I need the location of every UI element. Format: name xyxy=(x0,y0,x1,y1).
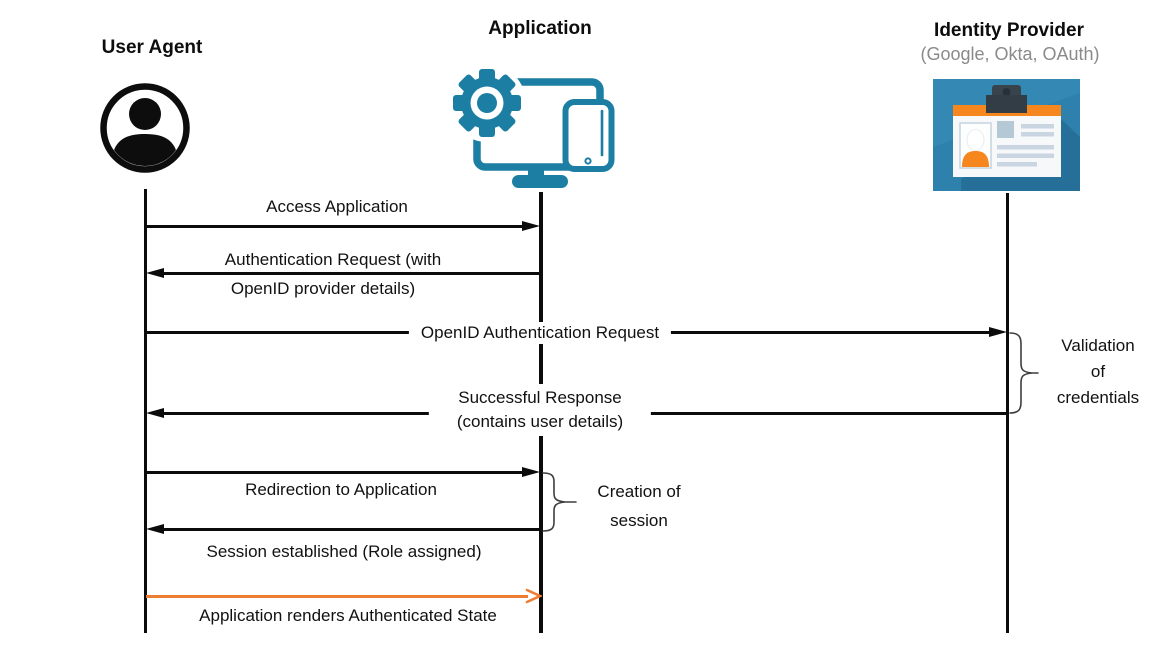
annotation-line: of xyxy=(1090,362,1106,381)
arrow-redirection-to-application xyxy=(146,471,522,474)
arrowhead-left-icon xyxy=(146,408,164,418)
brace-validation-of-credentials xyxy=(1009,332,1039,414)
annotation-line: Validation xyxy=(1061,336,1135,355)
user-agent-person-icon xyxy=(100,83,190,173)
message-label-successful-response-line1: Successful Response xyxy=(458,388,622,407)
message-label-successful-response: Successful Response (contains user detai… xyxy=(428,384,652,436)
arrowhead-left-icon xyxy=(146,524,164,534)
arrowhead-right-icon xyxy=(522,221,540,231)
lifeline-identity-provider xyxy=(1005,193,1009,633)
lifeline-user-agent xyxy=(143,189,147,633)
message-label-openid-authentication-request: OpenID Authentication Request xyxy=(408,322,672,344)
brace-creation-of-session xyxy=(542,472,577,532)
arrowhead-right-icon xyxy=(989,327,1007,337)
application-devices-icon xyxy=(452,64,615,188)
actor-subtitle-identity-provider: (Google, Okta, OAuth) xyxy=(920,44,1100,64)
arrow-authentication-request xyxy=(164,272,539,275)
identity-provider-id-card-icon xyxy=(933,79,1080,191)
message-label-redirection-to-application: Redirection to Application xyxy=(245,480,437,499)
message-label-authentication-request-line1: Authentication Request (with xyxy=(224,250,442,269)
arrowhead-right-orange-icon xyxy=(525,588,542,604)
arrow-access-application xyxy=(146,225,524,228)
arrowhead-left-icon xyxy=(146,268,164,278)
annotation-line: session xyxy=(610,511,668,530)
arrow-application-renders-authenticated-state xyxy=(146,595,528,598)
actor-title-application: Application xyxy=(488,18,592,39)
message-label-authentication-request-line2: OpenID provider details) xyxy=(230,279,416,298)
annotation-line: Creation of xyxy=(597,482,681,501)
message-label-access-application: Access Application xyxy=(266,197,408,216)
annotation-validation-of-credentials: Validation of credentials xyxy=(1057,333,1139,411)
arrow-session-established xyxy=(164,528,539,531)
message-label-application-renders-authenticated-state: Application renders Authenticated State xyxy=(199,606,497,625)
annotation-creation-of-session: Creation of session xyxy=(597,477,680,535)
message-label-session-established: Session established (Role assigned) xyxy=(206,542,482,561)
actor-title-user-agent: User Agent xyxy=(101,37,203,58)
annotation-line: credentials xyxy=(1056,388,1140,407)
actor-title-identity-provider: Identity Provider xyxy=(934,20,1084,41)
arrowhead-right-icon xyxy=(522,467,540,477)
message-label-successful-response-line2: (contains user details) xyxy=(456,412,624,431)
